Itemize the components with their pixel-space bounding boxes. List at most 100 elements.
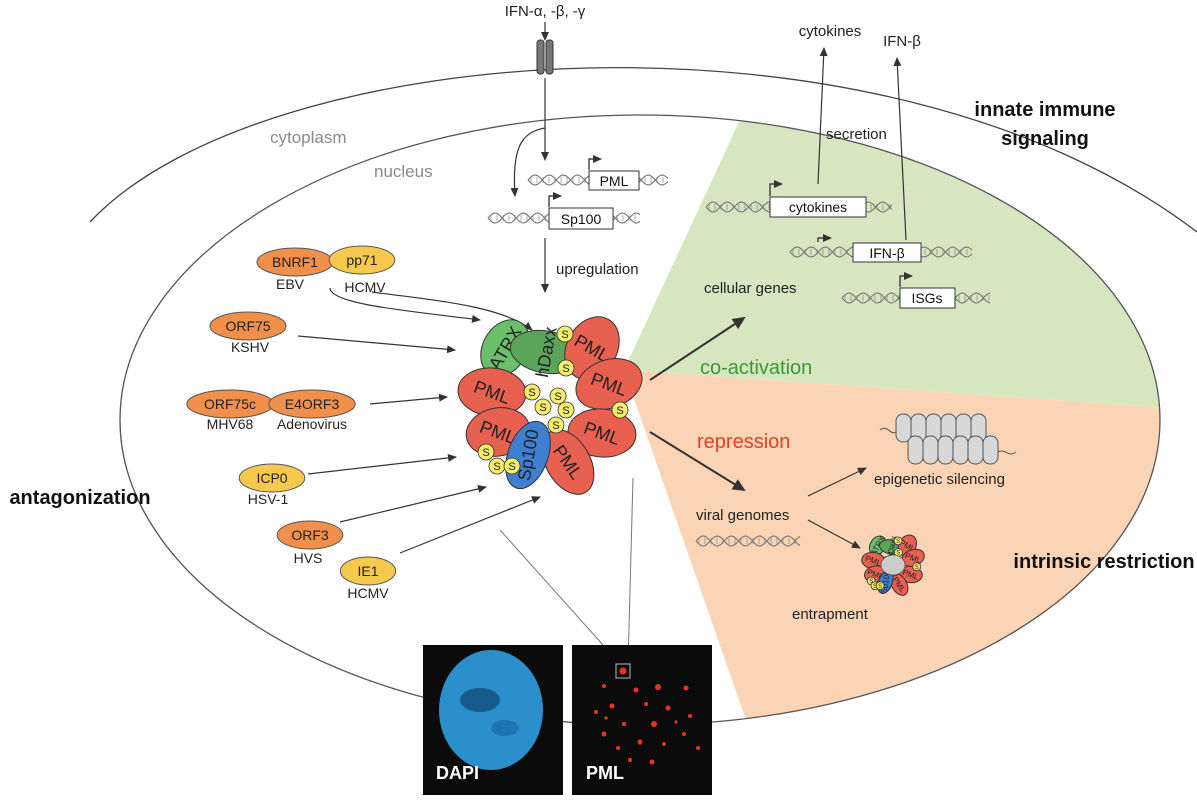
silencing-arrow xyxy=(807,467,867,497)
dapi-label: DAPI xyxy=(436,763,479,783)
cytokines-gene-box xyxy=(769,196,867,218)
svg-text:pp71: pp71 xyxy=(346,252,377,268)
svg-text:S: S xyxy=(915,565,919,571)
sumo-marker: S xyxy=(534,398,552,416)
cell-membrane xyxy=(89,67,1197,233)
sumo-marker: S xyxy=(557,401,575,419)
cytokines-gene-label: cytokines xyxy=(789,199,847,215)
dna-helix xyxy=(695,535,801,547)
svg-text:S: S xyxy=(869,579,873,585)
sumo-marker: S xyxy=(875,581,885,591)
secretion-label: secretion xyxy=(826,126,887,143)
intrinsic-restriction-label: intrinsic restriction xyxy=(1013,551,1194,573)
cytokines-label: cytokines xyxy=(799,23,862,40)
pml-protein: PML xyxy=(889,572,909,596)
svg-text:S: S xyxy=(873,584,877,590)
sp100-gene-label: Sp100 xyxy=(561,211,602,227)
svg-text:S: S xyxy=(493,461,500,473)
co-activation-arrow xyxy=(649,316,746,381)
sumo-marker: S xyxy=(477,443,495,461)
pml-foci xyxy=(594,667,700,765)
pml-protein: PML xyxy=(567,408,637,458)
ifnb-secretion-arrow xyxy=(893,57,907,241)
svg-text:S: S xyxy=(562,363,569,375)
entrapment-nuclear-body: ATRXhDaxxPMLPMLPMLPMLPMLPMLSp100SSSSSSSS… xyxy=(861,534,925,596)
antagonization-label: antagonization xyxy=(9,487,150,509)
virus-name: EBV xyxy=(276,276,305,292)
svg-text:S: S xyxy=(554,391,561,403)
co-activation-label: co-activation xyxy=(700,357,812,379)
sumo-marker: S xyxy=(503,457,521,475)
virus-name: KSHV xyxy=(231,339,270,355)
svg-text:S: S xyxy=(616,405,623,417)
pml-protein: PML xyxy=(457,367,527,417)
svg-text:S: S xyxy=(562,405,569,417)
virus-name: HCMV xyxy=(347,585,389,601)
svg-text:S: S xyxy=(508,461,515,473)
svg-text:S: S xyxy=(896,551,900,557)
zoom-line-right xyxy=(627,477,634,665)
zoom-box xyxy=(615,663,631,679)
sumo-marker: S xyxy=(556,325,574,343)
svg-text:S: S xyxy=(896,539,900,545)
svg-text:IE1: IE1 xyxy=(357,563,378,579)
pml-panel xyxy=(572,645,712,795)
dapi-chromatin xyxy=(460,688,500,712)
repression-arrow xyxy=(649,431,746,492)
entrapment-arrow xyxy=(807,519,861,549)
pml-protein: PML xyxy=(861,551,886,570)
svg-text:BNRF1: BNRF1 xyxy=(272,254,318,270)
sumo-marker: S xyxy=(488,457,506,475)
svg-text:E4ORF3: E4ORF3 xyxy=(285,396,340,412)
cytoplasm-label: cytoplasm xyxy=(270,128,347,147)
epigenetic-silencing-label: epigenetic silencing xyxy=(874,471,1005,488)
sumo-marker: S xyxy=(549,387,567,405)
entrapment-label: entrapment xyxy=(792,606,869,623)
svg-text:ORF75: ORF75 xyxy=(225,318,270,334)
pml-gene-label: PML xyxy=(600,173,629,189)
ifn-label: IFN-α, -β, -γ xyxy=(505,3,586,20)
virus-name: HSV-1 xyxy=(248,491,289,507)
isgs-gene-label: ISGs xyxy=(911,290,942,306)
sumo-marker: S xyxy=(523,383,541,401)
atrx-protein: ATRX xyxy=(480,319,530,377)
svg-text:S: S xyxy=(878,584,882,590)
virus-name: HVS xyxy=(294,550,323,566)
pml-protein: PML xyxy=(575,358,643,410)
nucleus-label: nucleus xyxy=(374,162,433,181)
sumo-marker: S xyxy=(557,359,575,377)
svg-text:S: S xyxy=(561,329,568,341)
entrapped-genome xyxy=(880,554,906,576)
repression-label: repression xyxy=(697,431,790,453)
svg-text:S: S xyxy=(539,402,546,414)
virus-name: Adenovirus xyxy=(277,416,347,432)
cytokine-secretion-arrow xyxy=(817,47,828,185)
isgs-gene-box xyxy=(899,287,956,309)
dapi-chromatin xyxy=(491,720,519,736)
ifn-receptor xyxy=(536,39,554,75)
virus-name: MHV68 xyxy=(207,416,254,432)
svg-text:S: S xyxy=(528,387,535,399)
innate-immune-label-1: innate immune xyxy=(974,99,1115,121)
ifnb-gene-label: IFN-β xyxy=(869,245,904,261)
svg-text:S: S xyxy=(482,447,489,459)
zoom-line-left xyxy=(499,529,621,665)
pml-panel-label: PML xyxy=(586,763,624,783)
nucleosome-array xyxy=(879,413,1017,465)
upregulation-label: upregulation xyxy=(556,261,639,278)
sumo-marker: S xyxy=(912,562,922,572)
sp100-gene-box xyxy=(548,207,614,230)
svg-text:ICP0: ICP0 xyxy=(256,470,287,486)
pml-protein: PML xyxy=(541,429,595,495)
sp100-induction-arrow xyxy=(510,127,546,197)
viral-genomes-label: viral genomes xyxy=(696,507,789,524)
